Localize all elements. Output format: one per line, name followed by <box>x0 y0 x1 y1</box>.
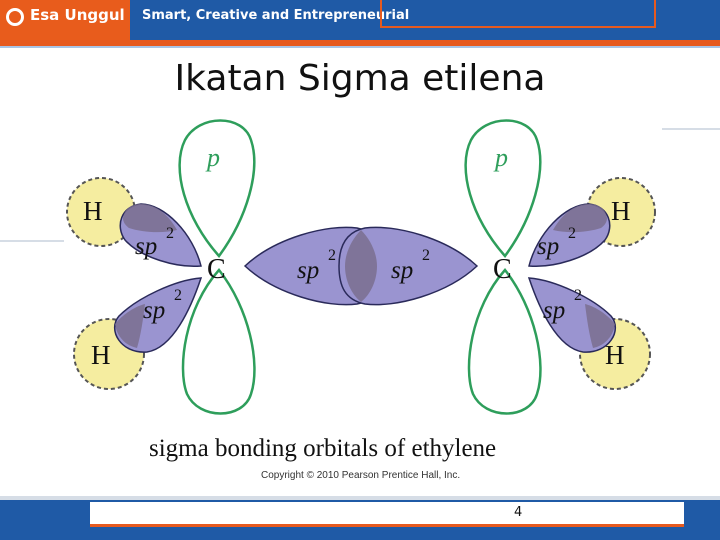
overlap-top-right <box>553 204 607 233</box>
sp2-label-bottom-right: sp 2 <box>543 287 582 324</box>
logo-text: Esa Unggul <box>30 6 125 24</box>
svg-text:sp: sp <box>537 233 559 260</box>
university-logo: Esa Unggul <box>0 0 130 40</box>
h-label-bottom-left: H <box>91 340 111 370</box>
svg-text:sp: sp <box>135 233 157 260</box>
orbital-svg: p p H H H H C C sp 2 sp 2 sp 2 sp 2 sp 2… <box>66 119 656 481</box>
logo-ring-icon <box>6 8 24 26</box>
overlap-bottom-right <box>585 304 615 348</box>
sp2-label-bottom-left: sp 2 <box>143 287 182 324</box>
svg-text:2: 2 <box>174 287 182 304</box>
h-label-top-left: H <box>83 196 103 226</box>
p-orbital-bottom-right <box>467 268 542 415</box>
p-label-left: p <box>205 143 220 172</box>
p-orbital-top-right <box>464 119 542 258</box>
header-divider <box>0 46 720 48</box>
footer-divider <box>0 496 720 500</box>
p-orbital-bottom-left <box>181 268 256 415</box>
ethylene-sigma-diagram: p p H H H H C C sp 2 sp 2 sp 2 sp 2 sp 2… <box>65 108 661 484</box>
svg-text:2: 2 <box>422 247 430 264</box>
page-number: 4 <box>514 505 523 520</box>
copyright-notice: Copyright © 2010 Pearson Prentice Hall, … <box>261 470 460 481</box>
h-label-bottom-right: H <box>605 340 625 370</box>
svg-text:2: 2 <box>328 247 336 264</box>
sp2-label-center-right: sp 2 <box>391 247 430 284</box>
svg-text:sp: sp <box>143 297 165 324</box>
h-label-top-right: H <box>611 196 631 226</box>
svg-text:sp: sp <box>297 257 319 284</box>
diagram-caption: sigma bonding orbitals of ethylene <box>149 435 496 462</box>
svg-text:2: 2 <box>574 287 582 304</box>
svg-text:sp: sp <box>391 257 413 284</box>
overlap-top-left <box>123 204 177 233</box>
c-label-right: C <box>493 254 512 285</box>
p-orbital-top-left <box>178 119 256 258</box>
header-bar: Esa Unggul Smart, Creative and Entrepren… <box>0 0 720 40</box>
c-label-left: C <box>207 254 226 285</box>
header-tagline: Smart, Creative and Entrepreneurial <box>142 8 410 23</box>
sp2-label-top-right: sp 2 <box>537 225 576 260</box>
overlap-bottom-left <box>115 304 145 348</box>
sp2-label-center-left: sp 2 <box>297 247 336 284</box>
slide-title: Ikatan Sigma etilena <box>174 58 546 99</box>
right-decor-line <box>662 128 720 130</box>
svg-text:2: 2 <box>166 225 174 242</box>
svg-text:sp: sp <box>543 297 565 324</box>
left-decor-line <box>0 240 64 242</box>
header-frame-decoration <box>380 0 656 28</box>
sp2-lobe-center-right <box>338 226 479 306</box>
footer-panel <box>90 502 684 527</box>
sigma-overlap-center <box>345 230 377 302</box>
svg-text:2: 2 <box>568 225 576 242</box>
p-label-right: p <box>493 143 508 172</box>
header-accent-stripe <box>0 40 720 46</box>
sp2-label-top-left: sp 2 <box>135 225 174 260</box>
